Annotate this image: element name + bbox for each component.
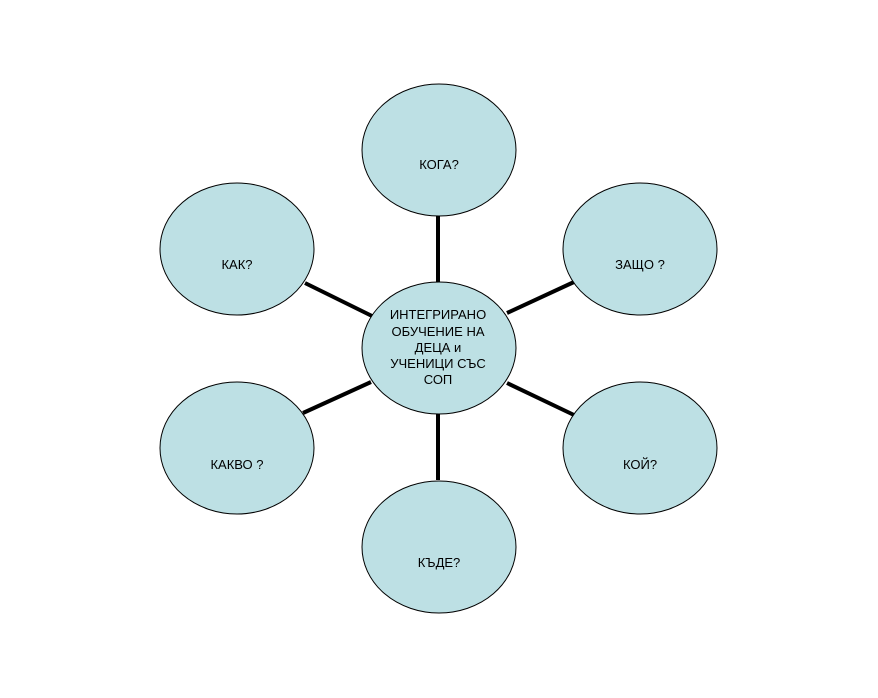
node-kak: [159, 182, 315, 316]
node-zasto: [562, 182, 718, 316]
node-label-koga: КОГА?: [419, 156, 459, 172]
connector-kak: [304, 281, 373, 318]
node-label-kade: КЪДЕ?: [417, 554, 461, 570]
node-koga: [361, 83, 517, 217]
node-label-kak: КАК?: [221, 256, 253, 272]
connector-koi: [506, 381, 575, 417]
center-node-text: ИНТЕГРИРАНО ОБУЧЕНИЕ НА ДЕЦА и УЧЕНИЦИ С…: [389, 307, 487, 388]
connector-zasto: [506, 280, 575, 315]
node-center: [361, 281, 517, 415]
connector-kakvo: [302, 380, 372, 415]
node-kakvo: [159, 381, 315, 515]
center-node-label: ИНТЕГРИРАНО ОБУЧЕНИЕ НА ДЕЦА и УЧЕНИЦИ С…: [375, 292, 501, 404]
node-koi: [562, 381, 718, 515]
node-label-kakvo: КАКВО ?: [210, 456, 264, 472]
node-label-koi: КОЙ?: [622, 456, 658, 472]
node-label-zasto: ЗАЩО ?: [615, 256, 665, 272]
node-kade: [361, 480, 517, 614]
